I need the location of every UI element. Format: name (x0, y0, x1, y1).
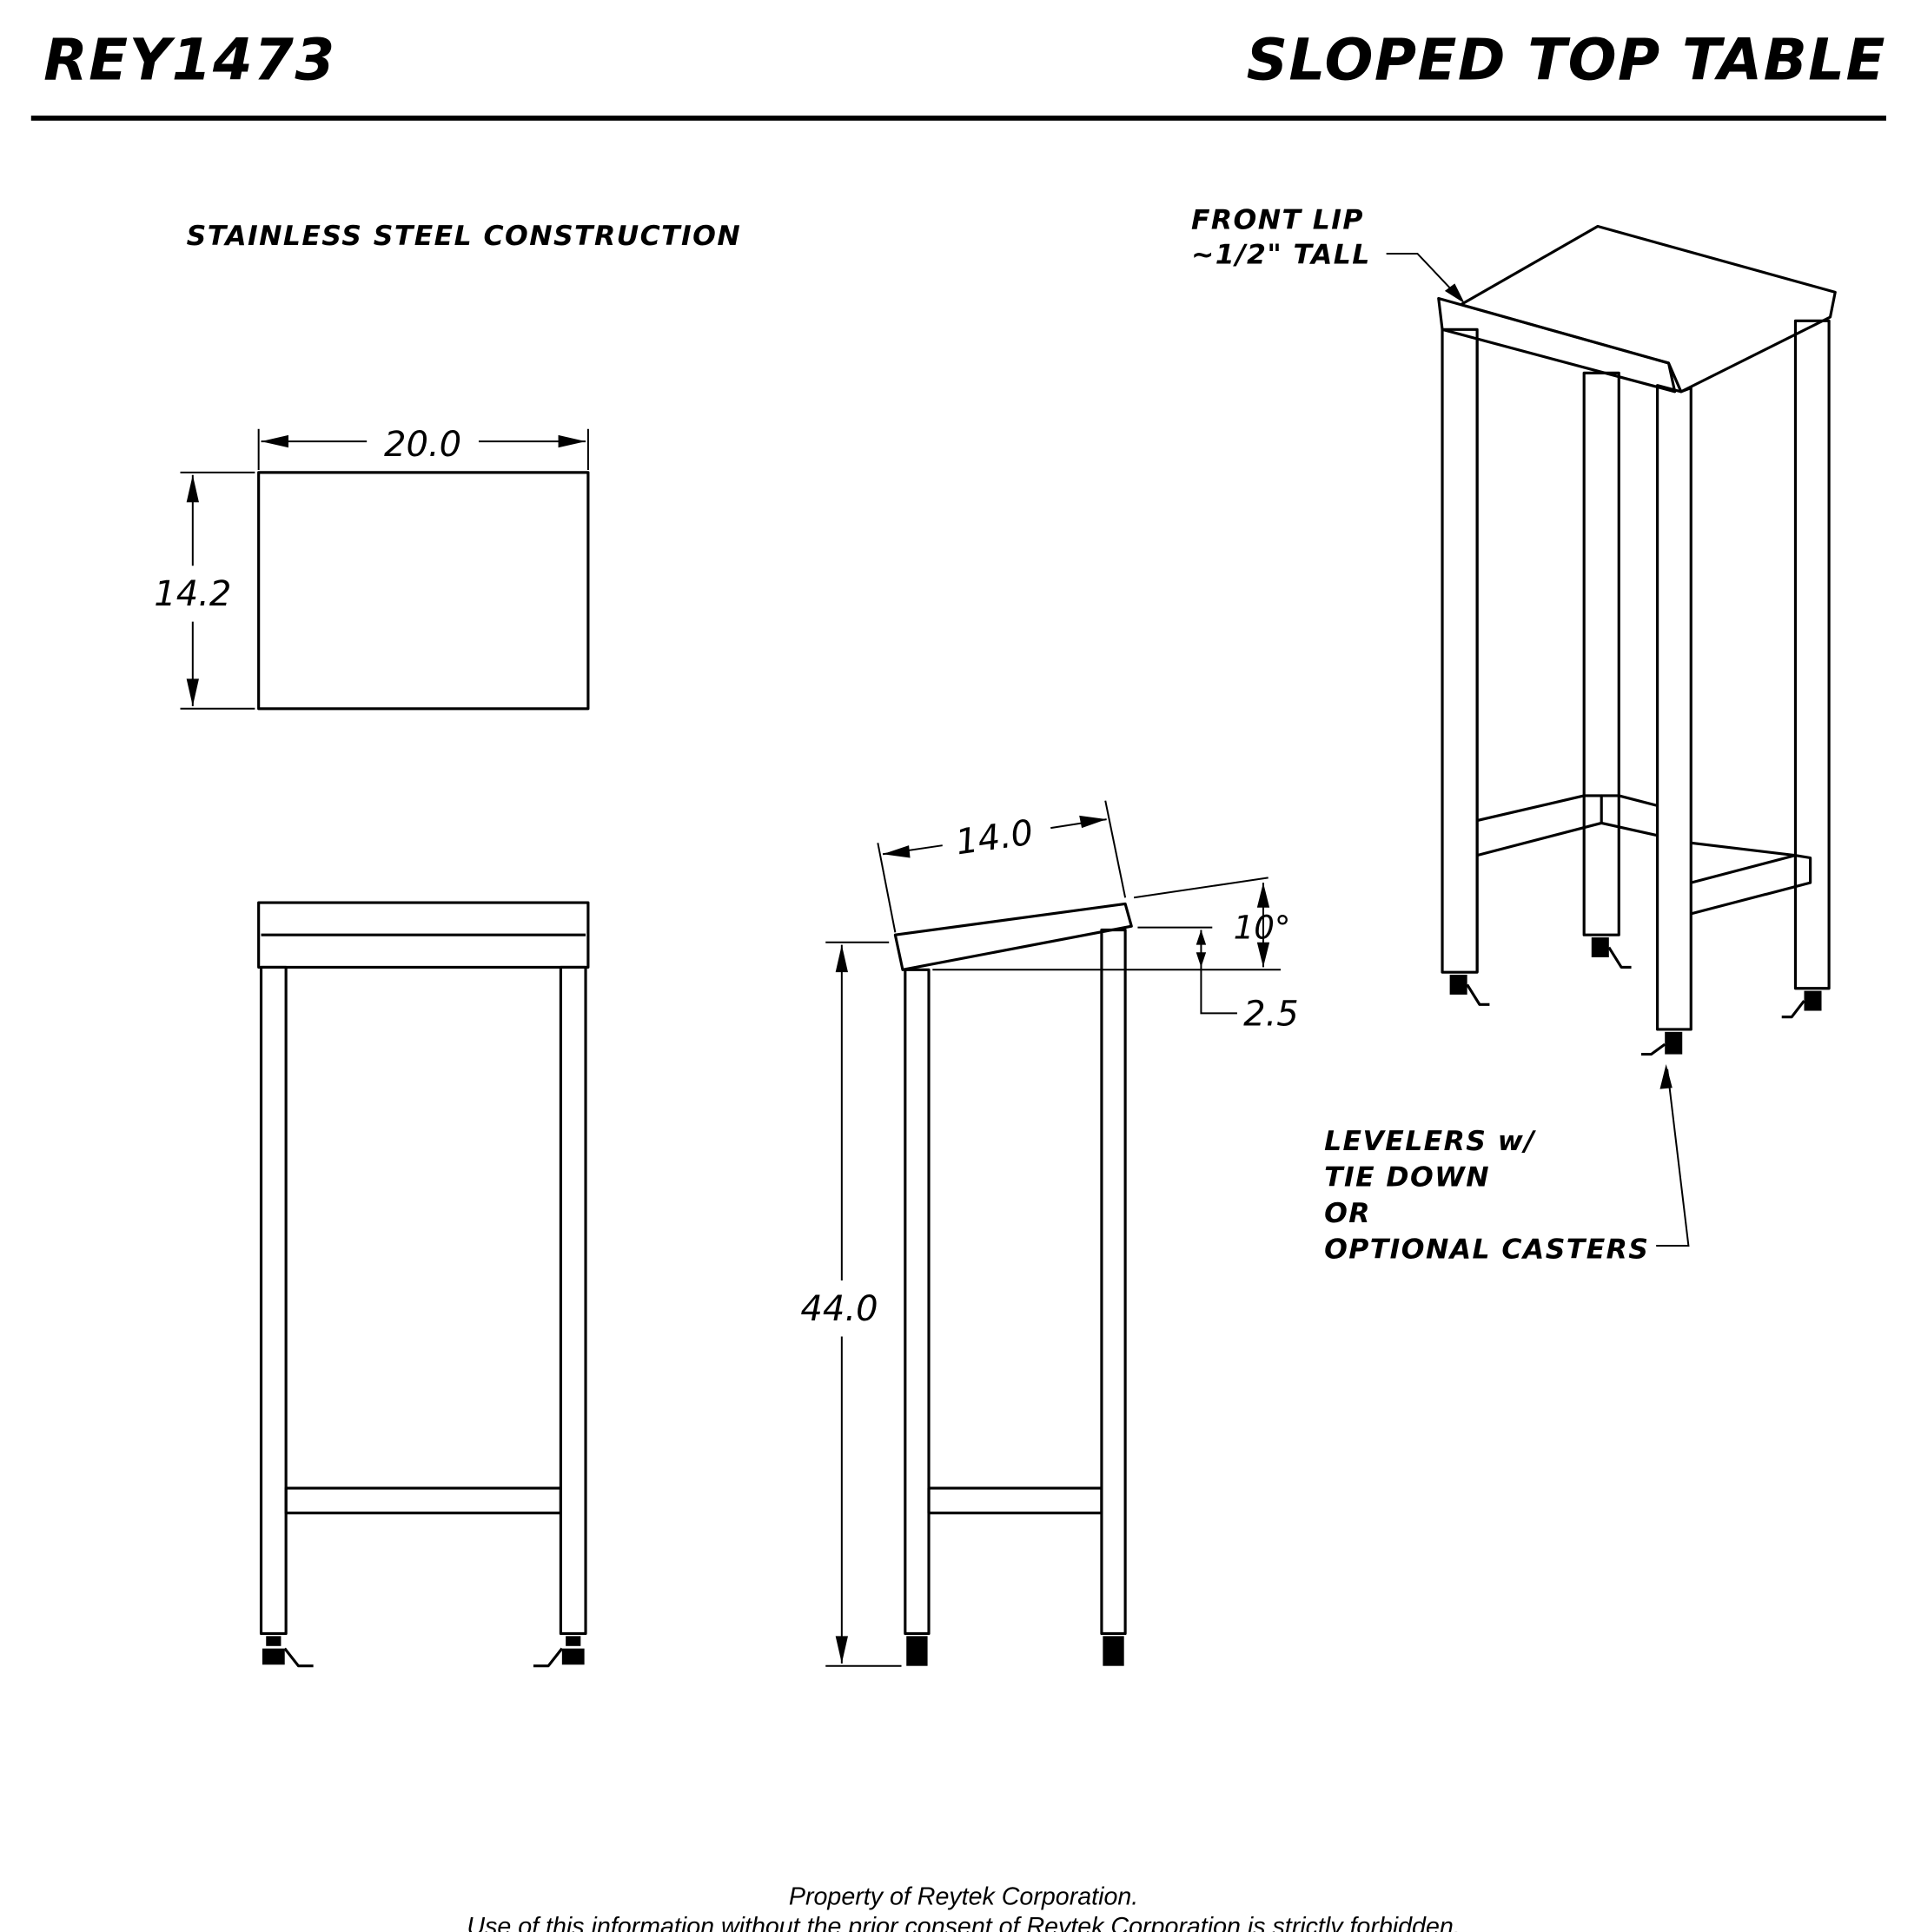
callout-line: ~1/2" TALL (1191, 239, 1371, 270)
footer-disclaimer: Use of this information without the prio… (467, 1913, 1460, 1932)
callout-line: TIE DOWN (1324, 1161, 1490, 1193)
callout-line: OR (1324, 1198, 1371, 1229)
callout-line: FRONT LIP (1191, 204, 1364, 235)
footer-ownership: Property of Reytek Corporation. (789, 1882, 1138, 1910)
drawing-title: SLOPED TOP TABLE (1247, 27, 1886, 94)
depth-dimension: 14.2 (154, 574, 231, 614)
leveler-icon (1591, 937, 1632, 969)
top-view: 20.0 14.2 (154, 425, 590, 711)
isometric-view (1437, 224, 1837, 1056)
rise-dimension: 2.5 (1243, 995, 1299, 1035)
angle-dimension: 10° (1234, 909, 1291, 947)
height-dimension: 44.0 (800, 1289, 878, 1329)
front-lip-callout: FRONT LIP ~1/2" TALL (1191, 204, 1465, 304)
front-view (257, 901, 590, 1668)
leveler-icon (533, 1636, 585, 1668)
material-note: STAINLESS STEEL CONSTRUCTION (187, 221, 741, 252)
side-view: 14.0 44.0 10° 2.5 (800, 800, 1299, 1667)
width-dimension: 20.0 (384, 425, 461, 465)
slope-depth-dimension: 14.0 (953, 813, 1036, 863)
leveler-icon (1449, 975, 1490, 1006)
callout-line: OPTIONAL CASTERS (1324, 1234, 1649, 1265)
levelers-callout: LEVELERS w/ TIE DOWN OR OPTIONAL CASTERS (1324, 1064, 1690, 1265)
leveler-icon (262, 1636, 314, 1668)
callout-line: LEVELERS w/ (1324, 1126, 1536, 1157)
leveler-icon (1781, 990, 1822, 1019)
part-number: REY1473 (43, 27, 335, 94)
leveler-icon (1641, 1031, 1683, 1056)
